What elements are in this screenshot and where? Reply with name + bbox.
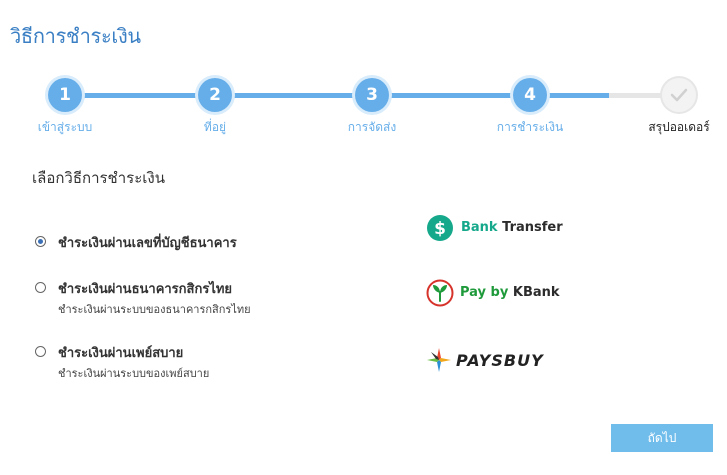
method-title: ชำระเงินผ่านเพย์สบาย [58, 346, 184, 361]
step-shipping[interactable]: 3 การจัดส่ง [322, 76, 422, 137]
kbank-logo: Pay by KBank [426, 279, 576, 309]
next-button[interactable]: ถัดไป [611, 424, 713, 452]
stepper-track-remaining [609, 93, 679, 98]
step-label: ที่อยู่ [203, 120, 227, 134]
kbank-leaf-icon [426, 279, 454, 307]
method-title: ชำระเงินผ่านเลขที่บัญชีธนาคาร [58, 236, 237, 251]
check-icon [670, 88, 688, 102]
svg-text:$: $ [434, 219, 446, 239]
step-payment[interactable]: 4 การชำระเงิน [480, 76, 580, 137]
page-title: วิธีการชำระเงิน [10, 24, 141, 48]
radio-kbank[interactable] [35, 282, 46, 293]
step-number: 3 [355, 78, 389, 112]
method-subtitle: ชำระเงินผ่านระบบของธนาคารกสิกรไทย [58, 303, 251, 316]
radio-paysbuy[interactable] [35, 346, 46, 357]
step-label: เข้าสู่ระบบ [37, 120, 93, 134]
paysbuy-wordmark: PAYSBUY [456, 351, 544, 370]
step-label: การจัดส่ง [347, 120, 397, 134]
stepper-track-completed [64, 93, 609, 98]
dollar-icon: $ [427, 215, 453, 241]
step-check-circle [662, 78, 696, 112]
bank-transfer-word2: Transfer [502, 220, 563, 235]
step-order-summary: สรุปออเดอร์ [629, 76, 727, 137]
checkout-stepper: 1 เข้าสู่ระบบ 2 ที่อยู่ 3 การจัดส่ง 4 กา… [0, 76, 727, 136]
step-login[interactable]: 1 เข้าสู่ระบบ [15, 76, 115, 137]
bank-transfer-word1: Bank [461, 220, 498, 235]
step-label: สรุปออเดอร์ [648, 120, 710, 134]
bank-transfer-logo: $ Bank Transfer [426, 214, 576, 244]
method-title: ชำระเงินผ่านธนาคารกสิกรไทย [58, 282, 233, 297]
method-subtitle: ชำระเงินผ่านระบบของเพย์สบาย [58, 367, 210, 380]
paysbuy-star-icon [427, 348, 451, 372]
paysbuy-logo: PAYSBUY [426, 347, 576, 377]
step-number: 4 [513, 78, 547, 112]
step-label: การชำระเงิน [496, 120, 564, 134]
section-title: เลือกวิธีการชำระเงิน [32, 169, 165, 187]
radio-bank-transfer[interactable] [35, 236, 46, 247]
step-address[interactable]: 2 ที่อยู่ [165, 76, 265, 137]
step-number: 1 [48, 78, 82, 112]
kbank-word2: KBank [512, 285, 560, 300]
step-number: 2 [198, 78, 232, 112]
kbank-word1: Pay by [460, 285, 509, 300]
